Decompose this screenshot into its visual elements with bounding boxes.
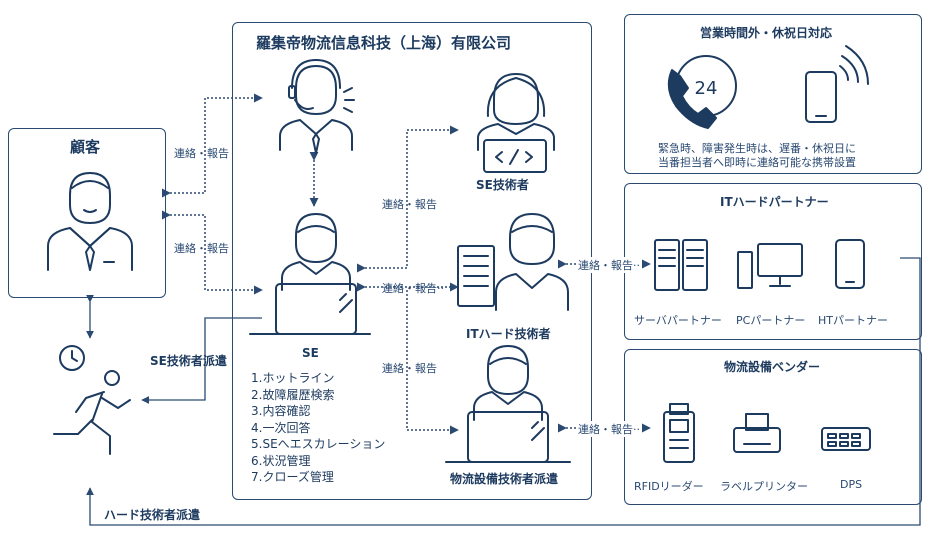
dps-label: DPS xyxy=(840,478,863,491)
task-item: 6.状況管理 xyxy=(251,453,311,468)
label-contact-4: 連絡・報告·· xyxy=(382,282,444,295)
rfid-reader-icon xyxy=(663,403,695,463)
link-se-dispatch xyxy=(141,317,262,404)
it-engineer-label: ITハード技術者 xyxy=(466,327,551,341)
se-label: SE xyxy=(302,346,319,360)
task-item: 5.SEへエスカレーション xyxy=(251,437,386,451)
label-contact-7: 連絡・報告·· xyxy=(578,421,640,437)
label-contact-3: 連絡・報告 xyxy=(382,198,437,211)
label-hard-dispatch: ハード技術者派遣 xyxy=(104,508,201,522)
customer-person-icon xyxy=(47,172,133,271)
task-item: 4.一次回答 xyxy=(251,420,311,435)
se-engineer-label: SE技術者 xyxy=(476,178,529,192)
logistics-engineer-laptop-icon xyxy=(445,345,571,463)
logistics-vendor-title: 物流設備ベンダー xyxy=(724,360,821,374)
link-se-logistics xyxy=(406,290,459,435)
rfid-reader-label: RFIDリーダー xyxy=(634,480,704,493)
operator-headset-icon xyxy=(279,59,355,154)
link-customer-se xyxy=(161,210,263,295)
company-title: 羅集帝物流信息科技（上海）有限公司 xyxy=(256,34,512,52)
after-hours-title: 営業時間外・休祝日対応 xyxy=(700,26,833,40)
task-item: 2.故障履歴検索 xyxy=(251,387,335,402)
ht-partner-label: HTパートナー xyxy=(818,314,888,327)
task-item: 7.クローズ管理 xyxy=(251,470,334,484)
link-customer-operator xyxy=(161,93,263,198)
tablet-icon xyxy=(835,239,865,289)
se-engineer-code-icon xyxy=(477,73,555,173)
server-partner-label: サーバパートナー xyxy=(634,314,722,327)
label-contact-6: 連絡・報告·· xyxy=(578,257,640,273)
it-partner-box xyxy=(624,183,922,340)
label-se-dispatch: SE技術者派遣 xyxy=(150,354,227,368)
phone-24-icon xyxy=(667,55,737,129)
after-hours-desc-1: 緊急時、障害発生時は、遅番・休祝日に xyxy=(658,142,856,155)
label-contact-2: 連絡・報告 xyxy=(174,242,229,255)
logistics-dispatch-label: 物流設備技術者派遣 xyxy=(450,472,559,486)
customer-title: 顧客 xyxy=(70,138,101,156)
task-item: 3.内容確認 xyxy=(251,404,311,418)
it-engineer-server-icon xyxy=(457,213,569,311)
after-hours-desc-2: 当番担当者へ即時に連絡可能な携帯設置 xyxy=(658,156,856,169)
pc-partner-label: PCパートナー xyxy=(736,314,806,327)
mobile-signal-icon xyxy=(805,45,869,123)
link-se-engineer xyxy=(356,125,459,273)
label-contact-5: 連絡・報告 xyxy=(382,362,437,375)
pc-monitor-icon xyxy=(737,243,803,289)
label-printer-label: ラベルプリンター xyxy=(720,480,808,493)
label-contact-1: 連絡・報告 xyxy=(174,147,229,160)
task-item: 1.ホットライン xyxy=(251,371,335,385)
server-rack-icon xyxy=(654,239,708,291)
se-laptop-icon xyxy=(249,213,371,335)
customer-box xyxy=(8,128,166,298)
phone-number-text: 24 xyxy=(695,78,718,99)
link-hard-dispatch xyxy=(86,257,921,526)
label-printer-icon xyxy=(733,413,781,453)
it-partner-title: ITハードパートナー xyxy=(720,195,829,209)
dps-icon xyxy=(821,427,871,451)
task-list: 1.ホットライン 2.故障履歴検索 3.内容確認 4.一次回答 5.SEへエスカ… xyxy=(251,370,385,486)
runner-clock-icon xyxy=(53,345,131,455)
